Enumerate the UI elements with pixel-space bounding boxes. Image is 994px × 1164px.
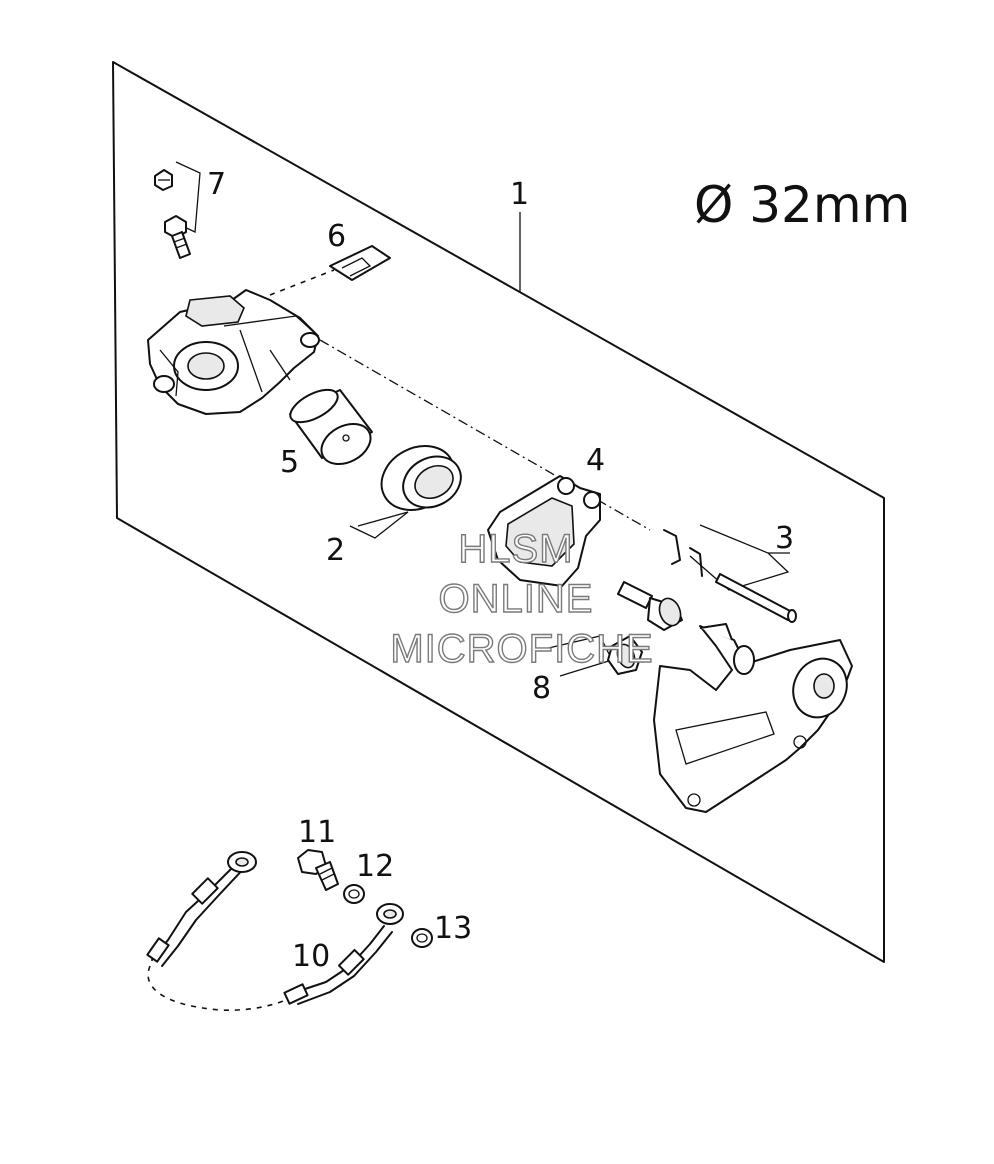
piston-seal <box>380 445 462 511</box>
brake-pad <box>487 475 601 587</box>
callout-7: 7 <box>207 167 226 202</box>
pad-pin-clips <box>663 529 703 577</box>
callout-4: 4 <box>586 443 605 478</box>
callout-8: 8 <box>532 671 551 706</box>
assembly-frame <box>112 61 885 963</box>
assembly-axis <box>319 339 651 531</box>
sealing-washer <box>411 928 433 948</box>
watermark-line-2: ONLINE <box>439 577 594 621</box>
callout-6: 6 <box>327 219 346 254</box>
piston-diameter-label: Ø 32mm <box>694 176 910 234</box>
pad-spring <box>329 245 391 281</box>
callout-13: 13 <box>434 911 472 946</box>
brake-hose <box>146 851 404 1011</box>
bleeder-screw-cap <box>154 169 173 191</box>
watermark-line-1: HLSM <box>458 527 573 571</box>
banjo-bolt <box>297 849 339 891</box>
callout-10: 10 <box>292 939 330 974</box>
watermark-line-3: MICROFICHE <box>390 627 653 671</box>
caliper-piston <box>289 388 373 466</box>
bleeder-screw <box>164 215 191 259</box>
leader-lines <box>175 161 790 677</box>
slide-pin-boot <box>607 635 643 675</box>
caliper-bracket <box>653 623 853 813</box>
callout-11: 11 <box>298 815 336 850</box>
callout-3: 3 <box>775 521 794 556</box>
callout-12: 12 <box>356 849 394 884</box>
pad-pin <box>715 573 797 623</box>
callout-1: 1 <box>510 177 529 212</box>
caliper-body <box>147 289 320 415</box>
callout-5: 5 <box>280 445 299 480</box>
slide-pin <box>617 581 683 631</box>
callout-2: 2 <box>326 533 345 568</box>
sealing-washer <box>343 884 365 904</box>
